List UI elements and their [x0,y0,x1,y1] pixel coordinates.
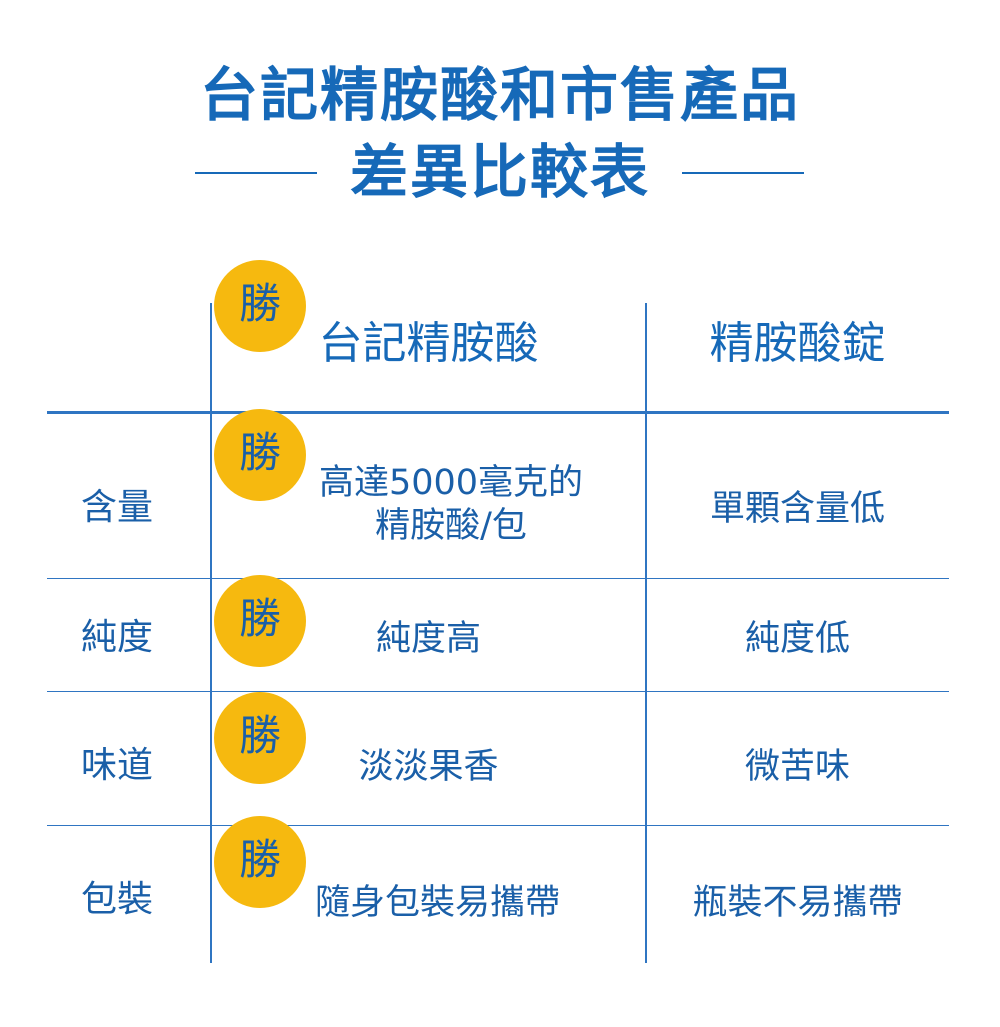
cell-competitor-purity: 純度低 [744,619,850,659]
cell-competitor-packaging: 瓶裝不易攜帶 [692,883,903,923]
cell-competitor-taste: 微苦味 [744,747,850,787]
title-divider-right [682,172,804,174]
column-divider [645,303,647,963]
cell-text-line: 精胺酸/包 [375,505,527,546]
win-badge: 勝 [214,692,306,784]
page-subtitle: 差異比較表 [349,138,650,206]
row-divider [47,691,949,692]
column-divider [210,303,212,963]
win-badge: 勝 [214,816,306,908]
row-label-taste: 味道 [80,745,153,786]
cell-product-taste: 淡淡果香 [358,747,499,787]
cell-competitor-content: 單顆含量低 [709,489,885,529]
row-label-packaging: 包裝 [80,879,153,920]
cell-product-content: 高達5000毫克的 精胺酸/包 [282,462,620,547]
cell-text-line: 高達5000毫克的 [318,463,584,503]
win-badge: 勝 [214,409,306,501]
row-divider [47,825,949,826]
row-label-purity: 純度 [80,617,153,658]
row-divider [47,578,949,579]
cell-product-packaging: 隨身包裝易攜帶 [314,883,560,923]
win-badge: 勝 [214,260,306,352]
column-header-product: 台記精胺酸 [318,318,539,369]
cell-product-purity: 純度高 [375,619,481,659]
header-divider [47,411,949,414]
column-header-competitor: 精胺酸錠 [709,318,886,369]
row-label-content: 含量 [80,487,153,528]
page-title: 台記精胺酸和市售產品 [199,61,800,129]
title-divider-left [195,172,317,174]
win-badge: 勝 [214,575,306,667]
